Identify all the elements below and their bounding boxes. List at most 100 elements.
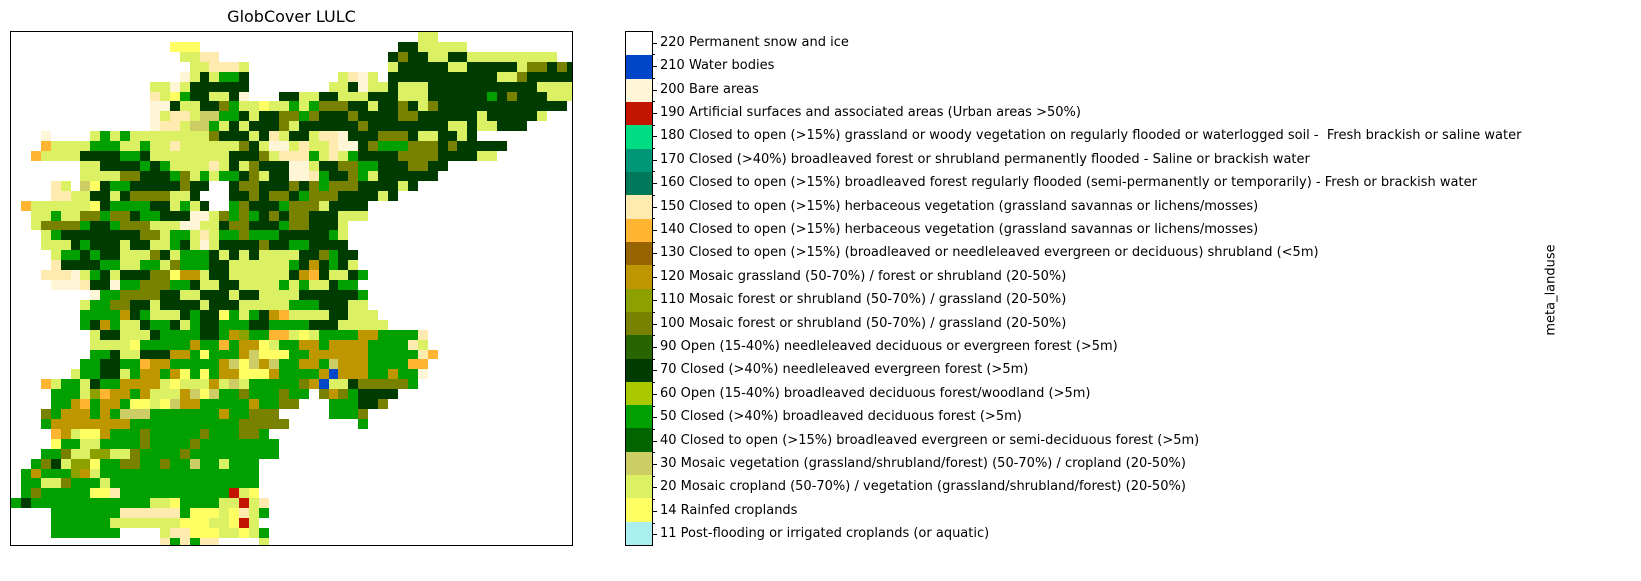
colorbar-tick-labels: 11 Post-flooding or irrigated croplands … [660, 31, 1560, 546]
colorbar-ticks [653, 31, 663, 546]
raster-row [11, 438, 572, 449]
colorbar-minor-tick [653, 54, 655, 56]
colorbar-tick [653, 487, 657, 489]
colorbar-swatch-30 [626, 451, 652, 476]
raster-row [11, 160, 572, 171]
colorbar-minor-tick [653, 77, 655, 79]
colorbar-minor-tick [653, 124, 655, 126]
colorbar-swatch-160 [626, 172, 652, 196]
colorbar-tick-label-170: 170 Closed (>40%) broadleaved forest or … [660, 151, 1310, 167]
colorbar-swatch-60 [626, 381, 652, 406]
raster-row [11, 518, 572, 529]
raster-row [11, 131, 572, 142]
colorbar [625, 31, 653, 546]
raster-row [11, 210, 572, 221]
raster-row [11, 399, 572, 410]
colorbar-minor-tick [653, 405, 655, 407]
colorbar-minor-tick [653, 382, 655, 384]
raster-row [11, 101, 572, 112]
colorbar-swatch-190 [626, 102, 652, 126]
raster-row [11, 32, 572, 42]
colorbar-tick [653, 206, 657, 208]
colorbar-tick [653, 323, 657, 325]
raster-row [11, 250, 572, 261]
colorbar-tick [653, 89, 657, 91]
raster-row [11, 359, 572, 370]
raster-row [11, 61, 572, 72]
colorbar-minor-tick [653, 452, 655, 454]
colorbar-tick [653, 112, 657, 114]
colorbar-minor-tick [653, 335, 655, 337]
colorbar-swatch-50 [626, 405, 652, 429]
colorbar-tick [653, 510, 657, 512]
raster-row [11, 270, 572, 281]
raster-row [11, 428, 572, 439]
colorbar-tick-label-220: 220 Permanent snow and ice [660, 34, 849, 50]
raster-row [11, 180, 572, 191]
colorbar-minor-tick [653, 358, 655, 360]
raster-row [11, 91, 572, 102]
colorbar-minor-tick [653, 311, 655, 313]
colorbar-tick-label-14: 14 Rainfed croplands [660, 502, 798, 518]
raster-row [11, 488, 572, 499]
colorbar-swatch-90 [626, 335, 652, 359]
raster-row [11, 260, 572, 271]
raster-row [11, 409, 572, 419]
colorbar-swatch-110 [626, 288, 652, 312]
colorbar-tick-label-160: 160 Closed to open (>15%) broadleaved fo… [660, 175, 1477, 191]
raster-row [11, 230, 572, 241]
raster-row [11, 121, 572, 132]
raster-row [11, 528, 572, 539]
colorbar-swatch-100 [626, 311, 652, 336]
colorbar-minor-tick [653, 101, 655, 103]
raster-row [11, 418, 572, 429]
colorbar-tick [653, 440, 657, 442]
colorbar-tick-label-110: 110 Mosaic forest or shrubland (50-70%) … [660, 292, 1067, 308]
colorbar-tick-label-11: 11 Post-flooding or irrigated croplands … [660, 526, 990, 542]
colorbar-tick-label-180: 180 Closed to open (>15%) grassland or w… [660, 128, 1522, 144]
colorbar-tick [653, 183, 657, 185]
colorbar-swatch-200 [626, 78, 652, 103]
colorbar-tick [653, 370, 657, 372]
colorbar-minor-tick [653, 265, 655, 267]
colorbar-minor-tick [653, 148, 655, 150]
colorbar-label: meta_landuse [1543, 244, 1559, 336]
colorbar-tick [653, 300, 657, 302]
colorbar-tick-label-120: 120 Mosaic grassland (50-70%) / forest o… [660, 268, 1067, 284]
raster-row [11, 41, 572, 52]
colorbar-tick [653, 393, 657, 395]
colorbar-tick-label-70: 70 Closed (>40%) needleleaved evergreen … [660, 362, 1029, 378]
raster-row [11, 319, 572, 330]
colorbar-tick-label-100: 100 Mosaic forest or shrubland (50-70%) … [660, 315, 1067, 331]
raster-row [11, 329, 572, 340]
raster-row [11, 299, 572, 310]
colorbar-tick [653, 534, 657, 536]
raster-row [11, 339, 572, 350]
raster-row [11, 478, 572, 489]
raster-row [11, 468, 572, 479]
colorbar-swatch-11 [626, 521, 652, 545]
raster-row [11, 289, 572, 300]
raster-row [11, 151, 572, 161]
raster-row [11, 81, 572, 92]
colorbar-swatch-150 [626, 195, 652, 219]
colorbar-swatch-140 [626, 218, 652, 242]
raster-row [11, 190, 572, 201]
colorbar-tick [653, 42, 657, 44]
raster-row [11, 498, 572, 509]
colorbar-tick [653, 159, 657, 161]
raster-row [11, 111, 572, 122]
colorbar-minor-tick [653, 428, 655, 430]
colorbar-swatch-130 [626, 241, 652, 266]
colorbar-tick-label-50: 50 Closed (>40%) broadleaved deciduous f… [660, 409, 1022, 425]
colorbar-tick-label-40: 40 Closed to open (>15%) broadleaved eve… [660, 432, 1200, 448]
colorbar-minor-tick [653, 171, 655, 173]
colorbar-tick [653, 464, 657, 466]
colorbar-swatch-220 [626, 32, 652, 56]
colorbar-swatch-70 [626, 358, 652, 382]
raster-row [11, 51, 572, 62]
raster-row [11, 349, 572, 360]
map-axes [10, 31, 573, 546]
colorbar-minor-tick [653, 288, 655, 290]
raster-row [11, 448, 572, 459]
